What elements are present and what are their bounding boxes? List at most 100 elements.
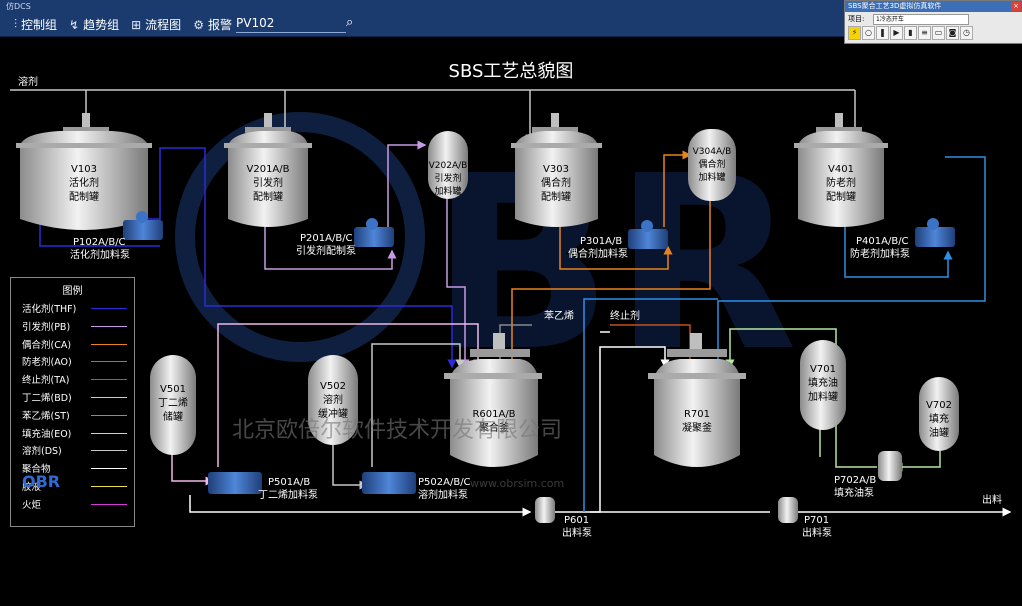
tank-V502[interactable]	[308, 355, 358, 445]
v702-name: 填充	[929, 412, 949, 425]
v401-id: V401	[828, 164, 854, 175]
sim-panel-title: SBS聚合工艺3D虚拟仿真软件	[845, 1, 1022, 12]
pause-icon[interactable]: ❚	[876, 26, 889, 40]
p601-id: P601	[564, 515, 589, 526]
monitor-icon[interactable]: ▭	[932, 26, 945, 40]
search-input[interactable]: PV102	[236, 16, 346, 33]
legend-item: 溶剂(DS)	[11, 441, 134, 459]
tank-V201[interactable]	[224, 113, 312, 227]
pump-P201[interactable]	[354, 218, 394, 247]
clock-icon[interactable]: ◷	[960, 26, 973, 40]
toolbar: ⫶控制组 ↯趋势组 ⊞流程图 ⚙报警	[14, 16, 238, 33]
r601-name: 聚合釜	[479, 421, 509, 434]
control-group-button[interactable]: ⫶控制组	[14, 17, 58, 32]
pump-P601[interactable]	[535, 497, 555, 523]
legend-item: 填充油(EO)	[11, 424, 134, 442]
p501-name: 丁二烯加料泵	[258, 488, 318, 501]
tank-V701[interactable]	[800, 340, 846, 430]
v701-id: V701	[810, 364, 836, 375]
v701-name: 填充油	[808, 376, 838, 389]
legend-swatch	[91, 379, 127, 381]
legend-swatch	[91, 308, 127, 309]
legend-swatch	[91, 325, 127, 327]
p501-id: P501A/B	[268, 477, 310, 488]
legend-swatch	[91, 468, 127, 470]
p702-name: 填充油泵	[834, 486, 874, 499]
pump-P502[interactable]	[362, 472, 416, 494]
p301-name: 偶合剂加料泵	[568, 247, 628, 260]
p701-name: 出料泵	[802, 526, 832, 539]
v201-type: 配制罐	[253, 190, 283, 203]
pump-P501[interactable]	[208, 472, 262, 494]
v304-id: V304A/B	[693, 147, 732, 157]
v202-id: V202A/B	[429, 161, 468, 171]
p702-id: P702A/B	[834, 475, 876, 486]
flowchart-icon: ⊞	[131, 17, 142, 32]
legend-swatch	[91, 432, 127, 434]
p201-id: P201A/B/C	[300, 233, 353, 244]
sliders-icon: ⫶	[14, 17, 18, 31]
v201-id: V201A/B	[247, 164, 290, 175]
legend-panel: 图例 活化剂(THF) 引发剂(PB) 偶合剂(CA) 防老剂(AO) 终止剂(…	[10, 277, 135, 527]
sim-buttons: ⚡ ○ ❚ ▶ ▮ ≡ ▭ ◙ ◷	[848, 26, 973, 40]
legend-item: 聚合物	[11, 459, 134, 477]
pump-P701[interactable]	[778, 497, 798, 523]
tank-V401[interactable]	[794, 113, 888, 227]
legend-swatch	[91, 450, 127, 452]
run-icon[interactable]: ⚡	[848, 26, 861, 40]
svg-text:BR: BR	[430, 124, 798, 404]
p502-id: P502A/B/C	[418, 477, 471, 488]
legend-item: 胶液	[11, 477, 134, 495]
p301-id: P301A/B	[580, 236, 622, 247]
tank-V303[interactable]	[511, 113, 602, 227]
v702-type: 油罐	[929, 426, 949, 439]
trend-group-button[interactable]: ↯趋势组	[69, 17, 120, 33]
alarm-button[interactable]: ⚙报警	[193, 17, 232, 33]
tank-V702[interactable]	[919, 377, 959, 451]
p401-id: P401A/B/C	[856, 236, 909, 247]
pump-P102[interactable]	[123, 211, 163, 240]
v103-type: 配制罐	[69, 190, 99, 203]
pump-P401[interactable]	[915, 218, 955, 247]
tank-V103[interactable]	[16, 113, 152, 230]
sim-control-panel: SBS聚合工艺3D虚拟仿真软件 × 项目: 1冷态开车 ⚡ ○ ❚ ▶ ▮ ≡ …	[844, 0, 1022, 44]
legend-swatch	[91, 343, 127, 345]
tank-V202[interactable]	[428, 131, 468, 199]
v303-id: V303	[543, 164, 569, 175]
v702-id: V702	[926, 400, 952, 411]
stop-icon[interactable]: ○	[862, 26, 875, 40]
v401-type: 配制罐	[826, 190, 856, 203]
reactor-R701[interactable]	[648, 333, 746, 467]
reactor-R601[interactable]	[444, 333, 542, 467]
trend-icon: ↯	[69, 17, 80, 32]
r701-name: 凝聚釜	[682, 421, 712, 434]
pump-P702[interactable]	[878, 451, 902, 481]
watermark-text: 北京欧倍尔软件技术开发有限公司	[232, 418, 562, 443]
r701-id: R701	[684, 409, 710, 420]
p102-id: P102A/B/C	[73, 237, 126, 248]
project-select[interactable]: 1冷态开车	[873, 14, 969, 25]
close-icon[interactable]: ×	[1011, 2, 1021, 11]
step-icon[interactable]: ▮	[904, 26, 917, 40]
legend-item: 防老剂(AO)	[11, 352, 134, 370]
v304-name: 偶合剂	[698, 158, 725, 170]
tank-V304[interactable]	[688, 129, 736, 201]
terminator-label: 终止剂	[610, 309, 640, 322]
list-icon[interactable]: ≡	[918, 26, 931, 40]
v303-name: 偶合剂	[541, 176, 571, 189]
pump-P301[interactable]	[628, 220, 668, 249]
p701-id: P701	[804, 515, 829, 526]
obr-logo: OBR	[22, 472, 61, 491]
diagram-title: SBS工艺总貌图	[448, 61, 574, 82]
p102-name: 活化剂加料泵	[70, 248, 130, 261]
play-icon[interactable]: ▶	[890, 26, 903, 40]
flowchart-button[interactable]: ⊞流程图	[131, 17, 182, 33]
search-icon[interactable]: ⌕	[346, 15, 354, 30]
tank-V501[interactable]	[150, 355, 196, 455]
camera-icon[interactable]: ◙	[946, 26, 959, 40]
v501-id: V501	[160, 384, 186, 395]
v202-type: 加料罐	[434, 185, 461, 197]
v304-type: 加料罐	[698, 171, 725, 183]
solvent-label: 溶剂	[18, 75, 38, 88]
v501-name: 丁二烯	[158, 396, 188, 409]
